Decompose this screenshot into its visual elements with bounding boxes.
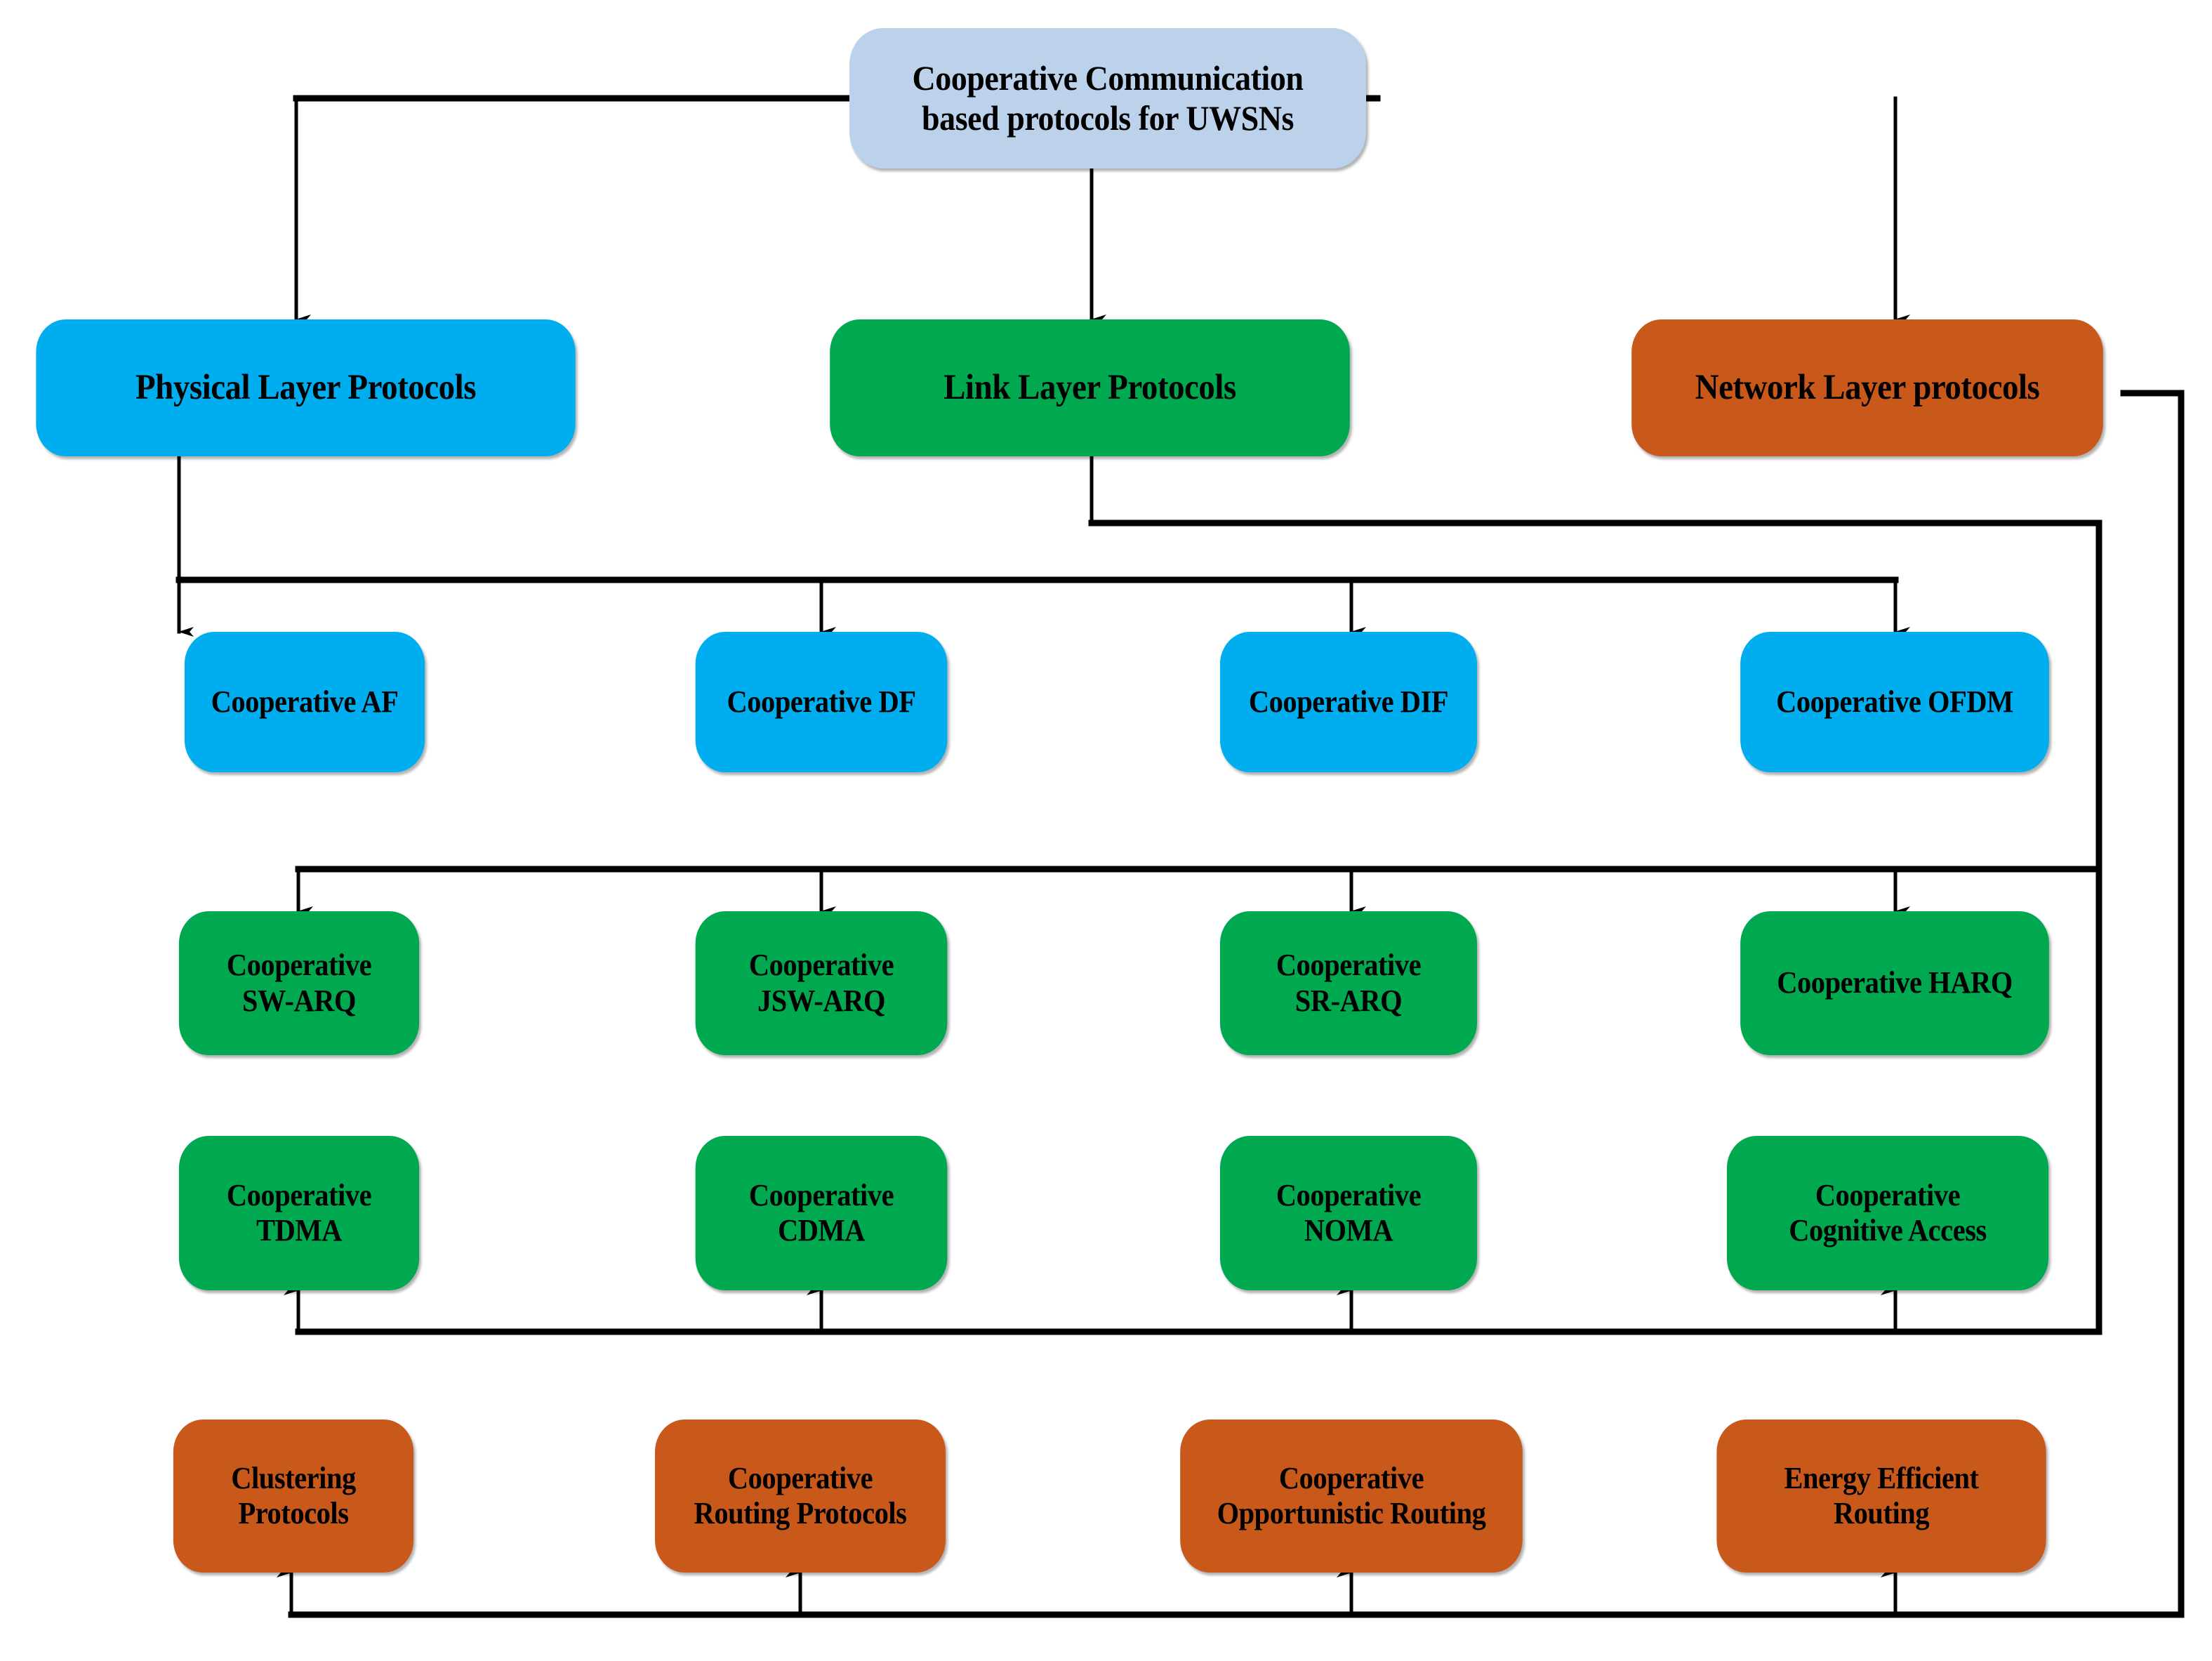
node-root[interactable]: Cooperative Communication based protocol… [849, 28, 1366, 168]
node-energy-efficient-routing[interactable]: Energy Efficient Routing [1716, 1420, 2046, 1573]
node-cooperative-opportunistic-routing[interactable]: Cooperative Opportunistic Routing [1180, 1420, 1523, 1573]
node-root-label: Cooperative Communication based protocol… [912, 58, 1304, 138]
node-cooperative-jsw-arq-label: Cooperative JSW-ARQ [748, 948, 894, 1018]
node-physical-layer[interactable]: Physical Layer Protocols [36, 319, 576, 456]
node-network-layer[interactable]: Network Layer protocols [1631, 319, 2103, 456]
node-cooperative-sw-arq[interactable]: Cooperative SW-ARQ [178, 911, 420, 1055]
node-cooperative-noma[interactable]: Cooperative NOMA [1219, 1136, 1478, 1290]
node-cooperative-cognitive-access[interactable]: Cooperative Cognitive Access [1726, 1136, 2049, 1290]
node-cooperative-ofdm[interactable]: Cooperative OFDM [1740, 632, 2049, 772]
node-cooperative-af[interactable]: Cooperative AF [184, 632, 425, 772]
node-link-layer-label: Link Layer Protocols [943, 368, 1236, 408]
node-cooperative-harq-label: Cooperative HARQ [1777, 965, 2013, 1000]
node-network-layer-label: Network Layer protocols [1695, 368, 2040, 408]
node-link-layer[interactable]: Link Layer Protocols [830, 319, 1350, 456]
node-cooperative-routing-protocols[interactable]: Cooperative Routing Protocols [655, 1420, 946, 1573]
node-cooperative-cdma-label: Cooperative CDMA [748, 1177, 894, 1248]
node-cooperative-sr-arq-label: Cooperative SR-ARQ [1276, 948, 1422, 1018]
node-energy-efficient-routing-label: Energy Efficient Routing [1784, 1460, 1979, 1530]
node-cooperative-af-label: Cooperative AF [211, 684, 399, 719]
node-cooperative-harq[interactable]: Cooperative HARQ [1740, 911, 2049, 1055]
node-cooperative-opportunistic-routing-label: Cooperative Opportunistic Routing [1217, 1460, 1486, 1530]
node-cooperative-df-label: Cooperative DF [727, 684, 916, 719]
node-physical-layer-label: Physical Layer Protocols [135, 368, 477, 408]
node-cooperative-dif[interactable]: Cooperative DIF [1219, 632, 1478, 772]
node-cooperative-jsw-arq[interactable]: Cooperative JSW-ARQ [695, 911, 948, 1055]
node-cooperative-sw-arq-label: Cooperative SW-ARQ [226, 948, 372, 1018]
node-cooperative-tdma[interactable]: Cooperative TDMA [178, 1136, 420, 1290]
node-cooperative-df[interactable]: Cooperative DF [695, 632, 948, 772]
node-cooperative-cognitive-access-label: Cooperative Cognitive Access [1789, 1177, 1987, 1248]
node-clustering-protocols-label: Clustering Protocols [231, 1460, 356, 1530]
node-cooperative-tdma-label: Cooperative TDMA [226, 1177, 372, 1248]
node-cooperative-noma-label: Cooperative NOMA [1276, 1177, 1422, 1248]
node-cooperative-dif-label: Cooperative DIF [1248, 684, 1449, 719]
node-clustering-protocols[interactable]: Clustering Protocols [173, 1420, 414, 1573]
node-cooperative-sr-arq[interactable]: Cooperative SR-ARQ [1219, 911, 1478, 1055]
node-cooperative-routing-protocols-label: Cooperative Routing Protocols [694, 1460, 907, 1530]
node-cooperative-ofdm-label: Cooperative OFDM [1776, 684, 2013, 719]
node-cooperative-cdma[interactable]: Cooperative CDMA [695, 1136, 948, 1290]
